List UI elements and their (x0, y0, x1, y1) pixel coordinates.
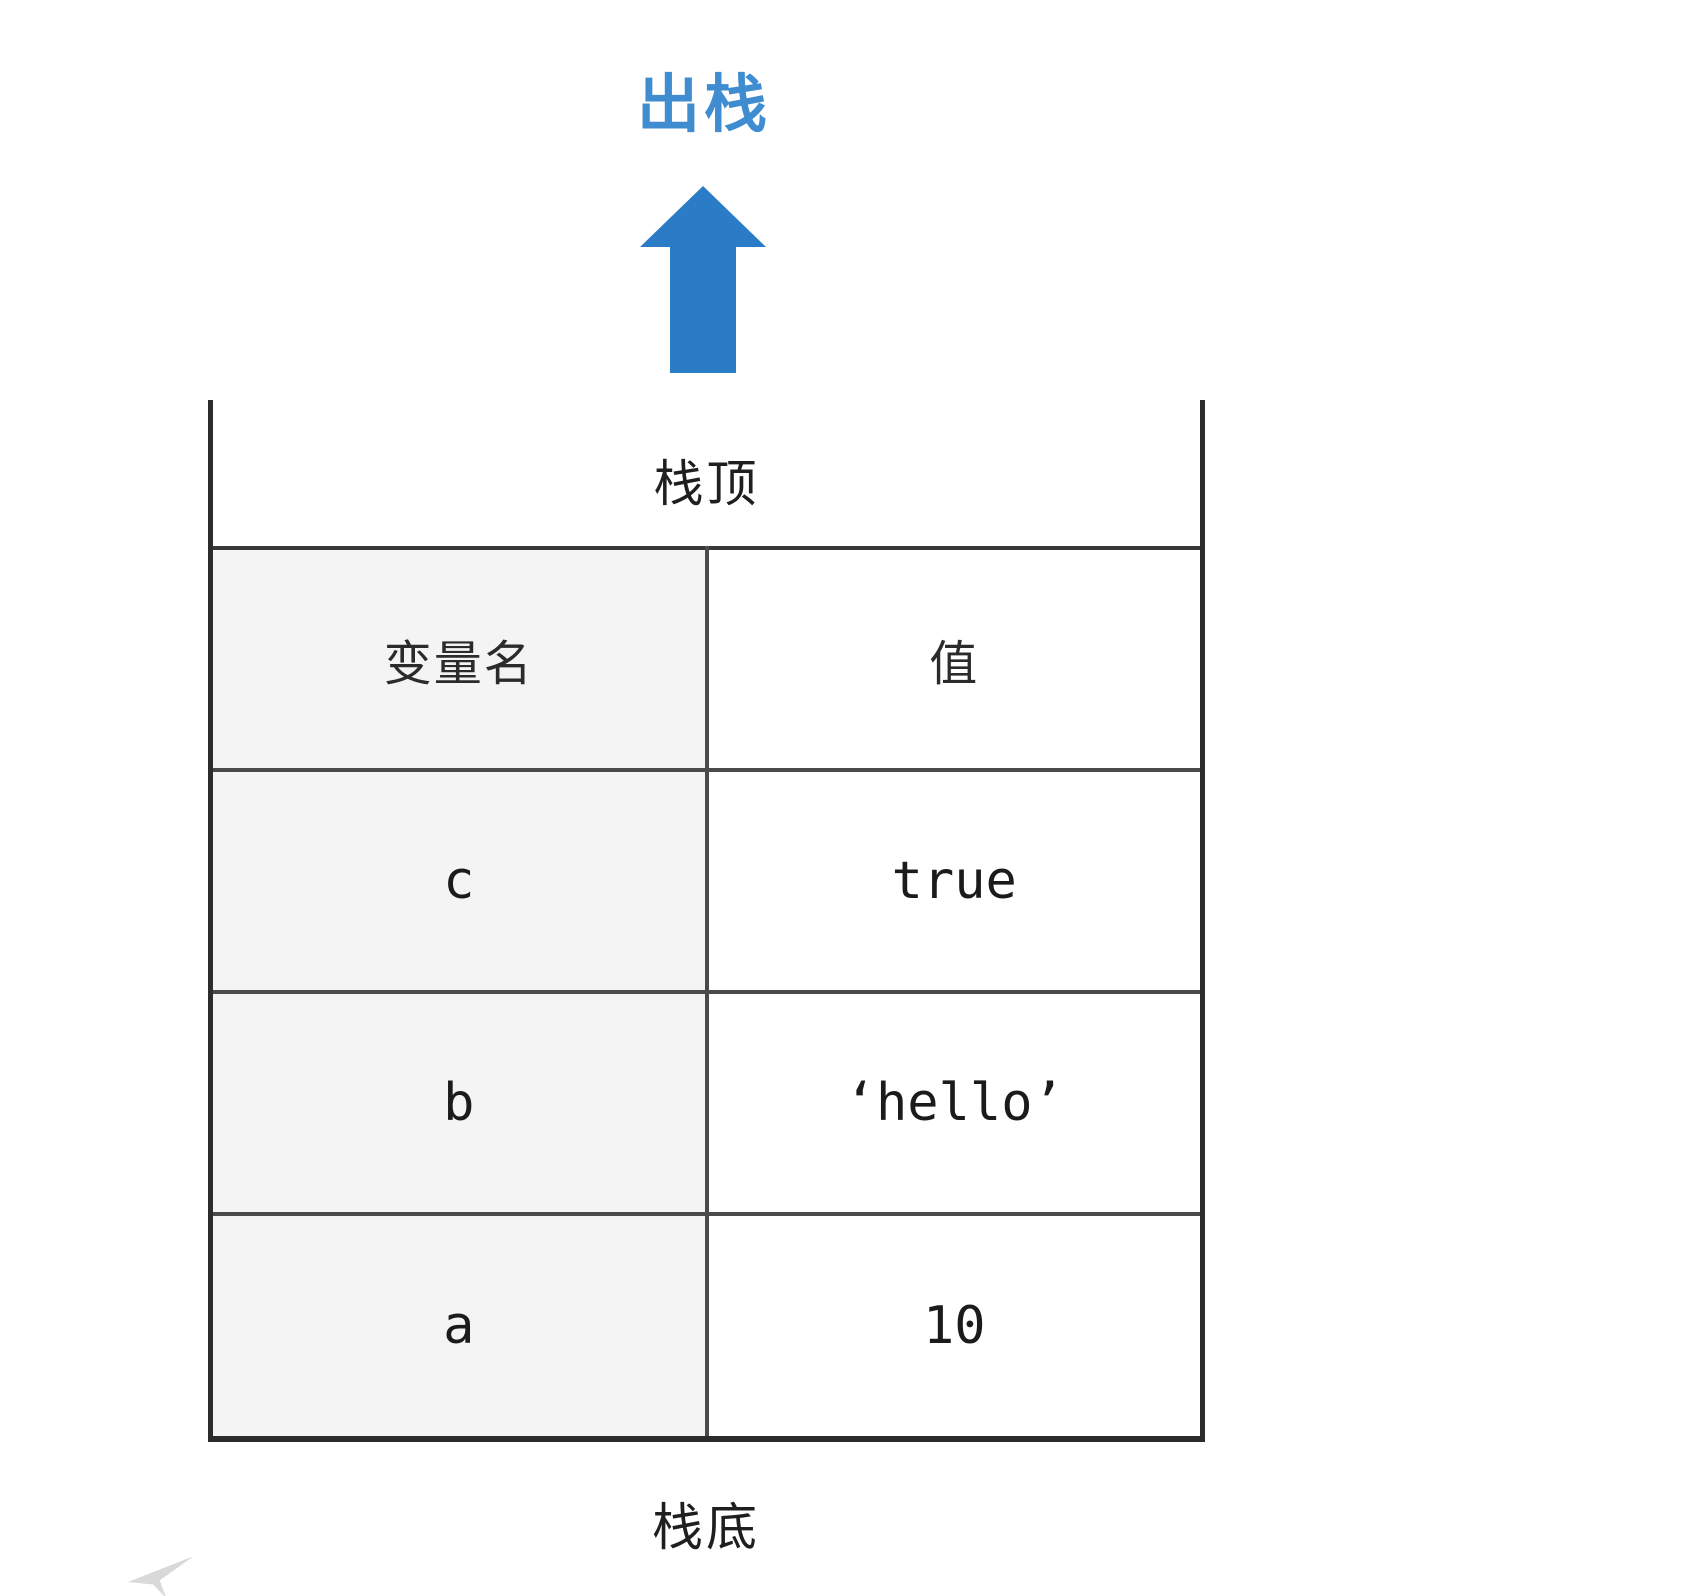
var-name-cell: c (213, 768, 709, 994)
table-header-row: 变量名 值 (213, 546, 1200, 772)
stack-container: 栈顶 变量名 值 c true b ‘hello’ a 10 (208, 400, 1205, 1442)
header-variable-name: 变量名 (213, 546, 709, 772)
var-name-cell: b (213, 990, 709, 1216)
var-name-cell: a (213, 1212, 709, 1436)
up-arrow-icon (640, 186, 766, 373)
table-row: c true (213, 768, 1200, 994)
var-value-cell: 10 (704, 1212, 1200, 1436)
var-value-cell: true (704, 768, 1200, 994)
variables-table: 变量名 值 c true b ‘hello’ a 10 (213, 546, 1200, 1436)
pop-label: 出栈 (637, 68, 771, 141)
table-row: b ‘hello’ (213, 990, 1200, 1216)
var-value-cell: ‘hello’ (704, 990, 1200, 1216)
header-value: 值 (704, 546, 1200, 772)
stack-bottom-label: 栈底 (651, 1499, 761, 1558)
stack-top-label: 栈顶 (653, 455, 760, 513)
table-row: a 10 (213, 1212, 1200, 1436)
watermark-artifact (128, 1556, 194, 1596)
stack-top-zone: 栈顶 (213, 400, 1200, 546)
